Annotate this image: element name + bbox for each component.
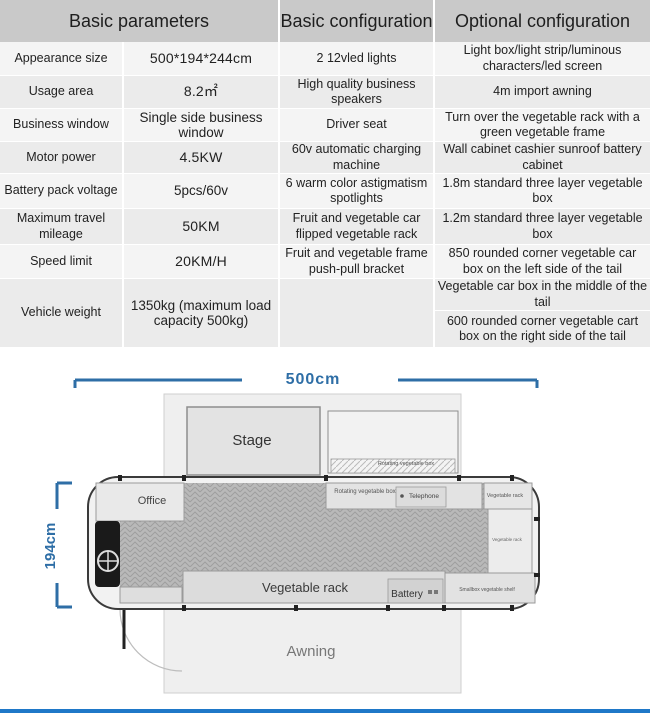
config-empty (280, 279, 433, 347)
rotating-box-inner-label: Rotating vegetable box (334, 489, 395, 495)
vegetable-shelf-label: Smallbox vegetable shelf (459, 587, 515, 593)
param-label: Business window (0, 109, 122, 141)
office-area (95, 482, 185, 522)
header-basic-parameters: Basic parameters (0, 0, 278, 42)
length-dimension: 500cm (73, 371, 539, 388)
door-swing-arc (119, 608, 183, 672)
optional-item: 1.8m standard three layer vegetable box (435, 174, 650, 208)
param-label: Appearance size (0, 42, 122, 75)
param-label: Motor power (0, 142, 122, 173)
floor-plan: 500cm 194cm Stage Rotating vegetable box… (0, 347, 650, 713)
floor-plan-drawing: 500cm 194cm Stage Rotating vegetable box… (42, 371, 540, 694)
vegetable-rack-side-label: Vegetable rack (492, 537, 523, 542)
config-item: Fruit and vegetable car flipped vegetabl… (280, 209, 433, 244)
config-item: 60v automatic charging machine (280, 142, 433, 173)
vegetable-rack-small (483, 482, 533, 510)
optional-item: Wall cabinet cashier sunroof battery cab… (435, 142, 650, 173)
width-label: 194cm (42, 523, 59, 570)
config-item: High quality business speakers (280, 76, 433, 108)
stage-area (186, 406, 321, 476)
optional-item: Vegetable car box in the middle of the t… (435, 279, 650, 310)
header-optional-configuration: Optional configuration (435, 0, 650, 42)
param-value: 500*194*244cm (124, 42, 278, 75)
wall-posts (118, 475, 540, 611)
config-item: Fruit and vegetable frame push-pull brac… (280, 245, 433, 278)
battery-label: Battery (391, 589, 423, 600)
param-value: 4.5KW (124, 142, 278, 173)
config-item: 2 12vled lights (280, 42, 433, 75)
param-value: 50KM (124, 209, 278, 244)
param-value: 20KM/H (124, 245, 278, 278)
optional-item: 850 rounded corner vegetable car box on … (435, 245, 650, 278)
width-dimension: 194cm (42, 481, 72, 609)
awning-area (163, 607, 462, 694)
battery-box (387, 578, 444, 604)
param-label: Vehicle weight (0, 279, 122, 347)
spec-table: Basic parameters Basic configuration Opt… (0, 0, 650, 347)
rotating-box-hatch (330, 458, 456, 474)
param-value: 1350kg (maximum load capacity 500kg) (124, 279, 278, 347)
config-item: 6 warm color astigmatism spotlights (280, 174, 433, 208)
param-value: Single side business window (124, 109, 278, 141)
stage-label: Stage (232, 432, 271, 449)
param-label: Speed limit (0, 245, 122, 278)
awning-label: Awning (287, 643, 336, 660)
param-label: Battery pack voltage (0, 174, 122, 208)
vegetable-rack-main-label: Vegetable rack (262, 580, 349, 595)
bottom-accent-rule (0, 709, 650, 713)
param-label: Usage area (0, 76, 122, 108)
rotating-box-top-label: Rotating vegetable box (378, 461, 435, 467)
vegetable-shelf (444, 572, 536, 604)
param-value: 5pcs/60v (124, 174, 278, 208)
battery-icon (428, 590, 432, 594)
header-basic-configuration: Basic configuration (280, 0, 433, 42)
optional-item: 1.2m standard three layer vegetable box (435, 209, 650, 244)
telephone-icon (400, 494, 404, 498)
param-value: 8.2㎡ (124, 76, 278, 108)
config-item: Driver seat (280, 109, 433, 141)
vegetable-rack-side (487, 508, 533, 574)
cab-step (119, 586, 183, 604)
optional-item: Turn over the vegetable rack with a gree… (435, 109, 650, 141)
optional-item: Light box/light strip/luminous character… (435, 42, 650, 75)
telephone-label: Telephone (409, 493, 439, 500)
vegetable-rack-small-label: Vegetable rack (487, 493, 524, 499)
length-label: 500cm (286, 371, 341, 388)
telephone-area (395, 486, 447, 508)
office-label: Office (138, 495, 167, 507)
optional-item: 600 rounded corner vegetable cart box on… (435, 311, 650, 347)
param-label: Maximum travel mileage (0, 209, 122, 244)
optional-item: 4m import awning (435, 76, 650, 108)
